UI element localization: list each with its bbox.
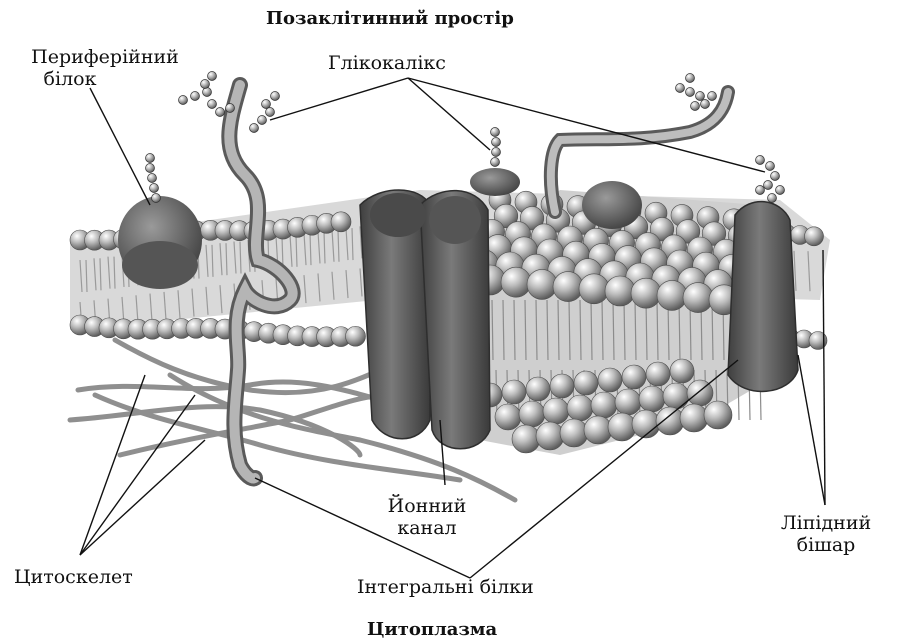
peripheral-protein-label-line2: білок: [0, 68, 196, 90]
ion-channel-label-line2: канал: [372, 517, 482, 539]
phospholipid-head: [579, 274, 609, 304]
phospholipid-head: [704, 401, 732, 429]
lipid-bilayer-label: Ліпідний бішар: [764, 512, 888, 556]
phospholipid-head: [683, 283, 713, 313]
sugar-residue: [686, 88, 695, 97]
sugar-residue: [152, 194, 161, 203]
sugar-residue: [492, 138, 501, 147]
phospholipid-head: [567, 395, 593, 421]
sugar-residue: [756, 156, 765, 165]
sugar-residue: [262, 100, 271, 109]
sugar-residue: [266, 108, 275, 117]
phospholipid-head: [632, 410, 660, 438]
phospholipid-head: [550, 374, 574, 398]
sugar-residue: [208, 72, 217, 81]
sugar-residue: [676, 84, 685, 93]
phospholipid-head: [608, 413, 636, 441]
phospholipid-head: [536, 422, 564, 450]
phospholipid-head: [331, 212, 351, 232]
phospholipid-head: [631, 278, 661, 308]
glycocalyx-label: Глікокалікс: [328, 52, 446, 74]
phospholipid-head: [495, 404, 521, 430]
phospholipid-head: [657, 280, 687, 310]
phospholipid-head: [646, 362, 670, 386]
sugar-residue: [776, 186, 785, 195]
integral-proteins-label: Інтегральні білки: [357, 576, 534, 598]
ion-channel-label: Йонний канал: [372, 495, 482, 539]
sugar-residue: [766, 162, 775, 171]
sugar-residue: [258, 116, 267, 125]
phospholipid-head: [574, 371, 598, 395]
sugar-residue: [146, 164, 155, 173]
sugar-residue: [271, 92, 280, 101]
cytoskeleton-label: Цитоскелет: [14, 566, 133, 588]
phospholipid-head: [560, 419, 588, 447]
right-integral-protein: [728, 202, 798, 392]
phospholipid-head: [591, 392, 617, 418]
phospholipid-head: [680, 404, 708, 432]
sugar-residue: [191, 92, 200, 101]
phospholipid-head: [584, 416, 612, 444]
phospholipid-head: [553, 272, 583, 302]
sugar-residue: [148, 174, 157, 183]
sugar-residue: [146, 154, 155, 163]
sugar-residue: [491, 128, 500, 137]
phospholipid-head: [622, 365, 646, 389]
phospholipid-head: [615, 389, 641, 415]
ion-channel-label-line1: Йонний: [372, 495, 482, 517]
sugar-residue: [250, 124, 259, 133]
phospholipid-head: [526, 377, 550, 401]
phospholipid-head: [346, 326, 366, 346]
phospholipid-head: [519, 401, 545, 427]
phospholipid-head: [543, 398, 569, 424]
phospholipid-head: [639, 386, 665, 412]
sugar-residue: [216, 108, 225, 117]
sugar-residue: [771, 172, 780, 181]
sugar-residue: [696, 92, 705, 101]
sugar-residue: [686, 74, 695, 83]
sugar-residue: [492, 148, 501, 157]
sugar-residue: [203, 88, 212, 97]
sugar-residue: [226, 104, 235, 113]
lipid-bilayer-label-line2: бішар: [764, 534, 888, 556]
sugar-residue: [208, 100, 217, 109]
sugar-residue: [708, 92, 717, 101]
phospholipid-head: [663, 383, 689, 409]
extracellular-space-label: Позаклітинний простір: [266, 8, 514, 30]
phospholipid-head: [805, 227, 824, 246]
phospholipid-head: [605, 276, 635, 306]
phospholipid-head: [512, 425, 540, 453]
phospholipid-head: [527, 269, 557, 299]
phospholipid-head: [502, 380, 526, 404]
lipid-bilayer-label-line1: Ліпідний: [764, 512, 888, 534]
peripheral-protein-label-line1: Периферійний: [14, 46, 196, 68]
peripheral-protein: [118, 196, 202, 289]
phospholipid-head: [656, 407, 684, 435]
sugar-residue: [764, 181, 773, 190]
cytoplasm-label: Цитоплазма: [367, 619, 497, 641]
sugar-residue: [201, 80, 210, 89]
ion-channel-protein: [360, 190, 490, 449]
peripheral-protein-label: Периферійний білок: [14, 46, 196, 90]
sugar-residue: [491, 158, 500, 167]
sugar-residue: [150, 184, 159, 193]
phospholipid-head: [670, 359, 694, 383]
sugar-residue: [756, 186, 765, 195]
sugar-residue: [691, 102, 700, 111]
sugar-residue: [768, 194, 777, 203]
sugar-residue: [701, 100, 710, 109]
phospholipid-head: [598, 368, 622, 392]
phospholipid-head: [501, 267, 531, 297]
sugar-residue: [179, 96, 188, 105]
